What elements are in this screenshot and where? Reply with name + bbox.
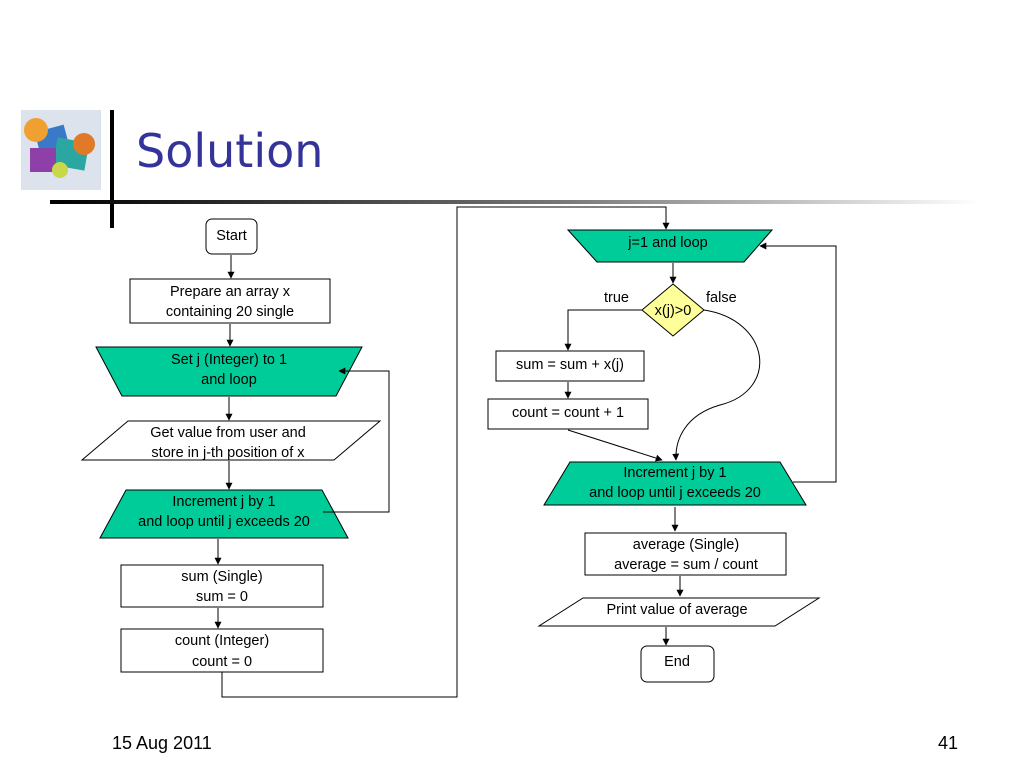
count-decl-box — [120, 628, 324, 673]
column-connector-line — [221, 206, 670, 698]
right-increment-shape — [543, 461, 807, 506]
left-loop-back-arrow — [323, 367, 390, 513]
sum-update-label: sum = sum + x(j) — [516, 357, 624, 373]
average-line-2: average = sum / count — [614, 557, 758, 573]
prepare-line-1: Prepare an array x — [170, 284, 291, 300]
right-increment-line-1: Increment j by 1 — [623, 465, 726, 481]
page-number: 41 — [938, 733, 959, 753]
average-line-1: average (Single) — [633, 537, 739, 553]
slide-title: Solution — [136, 124, 324, 178]
loop-start-shape — [566, 229, 774, 263]
right-increment-line-2: and loop until j exceeds 20 — [589, 485, 761, 501]
get-value-line-2: store in j-th position of x — [151, 445, 305, 461]
get-value-line-1: Get value from user and — [150, 425, 306, 441]
left-increment-line-2: and loop until j exceeds 20 — [138, 514, 310, 530]
decision-diamond — [641, 283, 705, 337]
footer-date: 15 Aug 2011 — [112, 733, 212, 753]
get-value-io — [80, 420, 382, 461]
print-io — [537, 597, 821, 627]
count-decl-line-2: count = 0 — [192, 654, 252, 670]
end-terminal — [640, 645, 715, 683]
sum-update-box — [495, 350, 645, 382]
sum-decl-box — [120, 564, 324, 608]
count-decl-line-1: count (Integer) — [175, 633, 269, 649]
title-horizontal-rule — [50, 200, 980, 204]
colorful-blocks-logo-icon — [21, 110, 101, 190]
left-increment-line-1: Increment j by 1 — [172, 494, 275, 510]
set-loop-shape — [95, 346, 363, 397]
false-branch-arrow — [672, 309, 761, 461]
true-branch-arrow — [564, 309, 642, 351]
count-update-box — [487, 398, 649, 430]
false-label: false — [706, 290, 737, 306]
prepare-line-2: containing 20 single — [166, 304, 294, 320]
prepare-array-box — [129, 278, 331, 324]
set-loop-line-2: and loop — [201, 372, 257, 388]
start-terminal — [205, 218, 258, 255]
loop-start-label: j=1 and loop — [627, 235, 707, 251]
set-loop-line-1: Set j (Integer) to 1 — [171, 352, 287, 368]
average-box — [584, 532, 787, 576]
start-label: Start — [216, 228, 247, 244]
count-update-label: count = count + 1 — [512, 405, 624, 421]
sum-decl-line-1: sum (Single) — [181, 569, 262, 585]
true-label: true — [604, 290, 629, 306]
left-increment-shape — [99, 489, 349, 539]
print-label: Print value of average — [606, 602, 747, 618]
count-to-increment-arrow — [567, 429, 663, 462]
decision-label: x(j)>0 — [655, 303, 692, 319]
end-label: End — [664, 654, 690, 670]
right-loop-back-arrow — [759, 242, 837, 483]
sum-decl-line-2: sum = 0 — [196, 589, 248, 605]
